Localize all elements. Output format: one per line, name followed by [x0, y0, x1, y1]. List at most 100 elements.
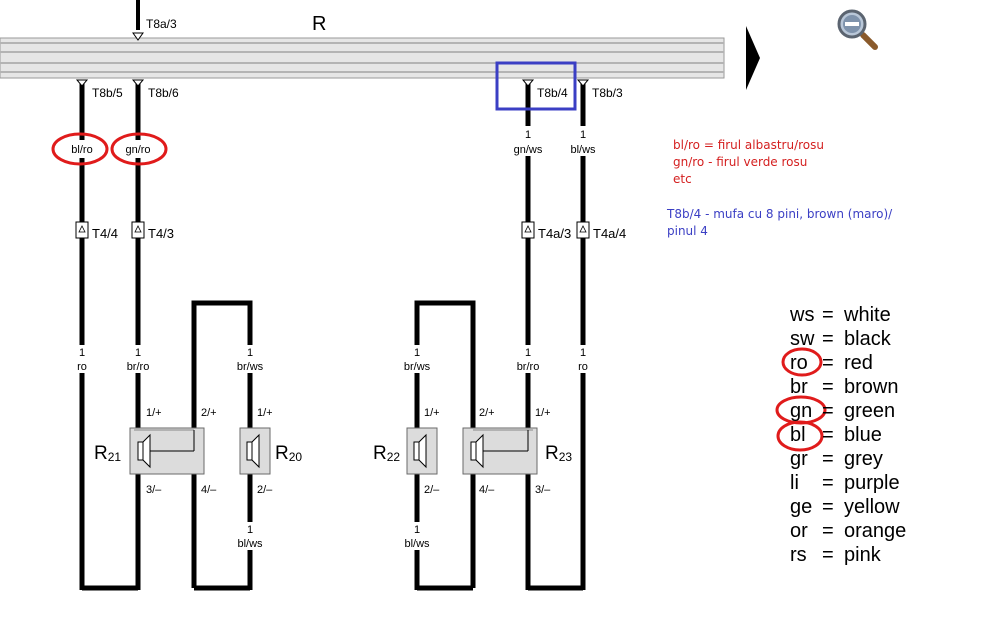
connector-t8b6: T8b/6 [148, 86, 179, 100]
legend-eq: = [822, 304, 834, 326]
legend-row: gn = green [790, 399, 906, 423]
wire-1-pin-mid: 1 [79, 347, 85, 359]
legend-row: ro=red [790, 351, 906, 375]
highlight-ro [781, 347, 823, 377]
wire-3-color-top: gn/ws [514, 144, 543, 156]
legend-code: rs [790, 544, 807, 566]
legend-eq: = [822, 496, 834, 518]
connector-note-line: pinul 4 [667, 224, 708, 238]
legend-code: gr [790, 448, 808, 470]
speaker-r22-name: R22 [373, 443, 400, 464]
speaker-r20-pin-plus: 1/+ [257, 407, 273, 419]
legend-eq: = [822, 376, 834, 398]
speaker-r21-pin-plus: 1/+ [146, 407, 162, 419]
highlight-t8b4 [495, 61, 577, 111]
wire-4-pin-mid: 1 [580, 347, 586, 359]
inline-connectors [75, 221, 590, 239]
wire-4-pin-top: 1 [580, 129, 586, 141]
legend-eq: = [822, 472, 834, 494]
annotations [51, 61, 827, 452]
legend-eq: = [822, 352, 834, 374]
legend-row: bl = blue [790, 423, 906, 447]
wire-1-color-top: bl/ro [71, 144, 92, 156]
legend-row: rs=pink [790, 543, 906, 567]
legend-code: ge [790, 496, 813, 518]
color-note-line: gn/ro - firul verde rosu [673, 155, 808, 169]
highlight-bl-ro [51, 132, 109, 166]
zoom-out-magnifier-icon[interactable] [836, 8, 878, 50]
legend-code: gn [790, 400, 813, 422]
wire-3-pin-mid: 1 [525, 347, 531, 359]
speaker-r21-pin-minus: 3/– [146, 484, 162, 496]
wire-5-pin-bot: 1 [247, 524, 253, 536]
speaker-r20-pin-minus: 2/– [257, 484, 273, 496]
legend-row: gr=grey [790, 447, 906, 471]
speaker-r20 [239, 427, 271, 475]
speaker-r23-pin-plus: 1/+ [535, 407, 551, 419]
wire-6-color-mid: br/ws [404, 361, 431, 373]
legend-color: green [844, 400, 896, 422]
wire-4 [528, 80, 586, 591]
legend-eq: = [822, 520, 834, 542]
connector-t8b4: T8b/4 [537, 86, 568, 100]
speaker-r22-pin-plus: 1/+ [424, 407, 440, 419]
wire-2-color-top: gn/ro [125, 144, 150, 156]
speaker-r23-pin-minus: 3/– [535, 484, 551, 496]
color-legend: ws=white sw=black ro=red br=brown gn=gre… [790, 303, 906, 567]
legend-code: sw [790, 328, 815, 350]
legend-color: grey [844, 448, 883, 470]
legend-color: blue [844, 424, 882, 446]
wire-5-pin-mid: 1 [247, 347, 253, 359]
connector-t43: T4/3 [148, 226, 174, 241]
bus-label: R [312, 13, 326, 35]
wire-3-pin-top: 1 [525, 129, 531, 141]
right-arrow-icon[interactable] [746, 26, 760, 90]
wire-3-color-mid: br/ro [517, 361, 540, 373]
speaker-r23-pin4: 4/– [479, 484, 495, 496]
legend-row: ge = yellow [790, 495, 906, 519]
legend-row: ws = white [790, 303, 906, 327]
legend-row: li = purple [790, 471, 906, 495]
legend-code: or [790, 520, 808, 542]
speaker-r21-name: R21 [94, 443, 121, 464]
connector-t4a4: T4a/4 [593, 226, 626, 241]
speaker-r21-pin2: 2/+ [201, 407, 217, 419]
bus-pin-arrows [75, 79, 590, 87]
legend-eq: = [822, 400, 834, 422]
color-note-line: etc [673, 172, 692, 186]
legend-row: sw=black [790, 327, 906, 351]
legend-color: yellow [844, 496, 900, 518]
legend-row: or = orange [790, 519, 906, 543]
wire-4-color-mid: ro [578, 361, 588, 373]
speaker-r23-name: R23 [545, 443, 572, 464]
speaker-r23-pin2: 2/+ [479, 407, 495, 419]
legend-code: li [790, 472, 799, 494]
legend-color: pink [844, 544, 881, 566]
speaker-r22 [406, 427, 438, 475]
legend-color: black [844, 328, 891, 350]
legend-color: red [844, 352, 873, 374]
legend-color: orange [844, 520, 907, 542]
highlight-bl [776, 420, 824, 452]
speaker-r23 [462, 427, 538, 475]
connector-t8b5: T8b/5 [92, 86, 123, 100]
legend-color: white [844, 304, 891, 326]
wire-6-color-bot: bl/ws [404, 538, 430, 550]
speaker-r22-pin-minus: 2/– [424, 484, 440, 496]
legend-color: purple [844, 472, 900, 494]
wire-2-color-mid: br/ro [127, 361, 150, 373]
connector-t4a3: T4a/3 [538, 226, 571, 241]
connector-t8b3: T8b/3 [592, 86, 623, 100]
connector-t44: T4/4 [92, 226, 118, 241]
legend-code: bl [790, 424, 806, 446]
color-note: bl/ro = firul albastru/rosu gn/ro - firu… [673, 137, 824, 188]
wire-4-color-top: bl/ws [570, 144, 596, 156]
highlight-gn-ro [110, 132, 168, 166]
legend-eq: = [822, 424, 834, 446]
connector-note: T8b/4 - mufa cu 8 pini, brown (maro)/ pi… [667, 206, 892, 240]
legend-code: ws [790, 304, 815, 326]
bus: R [0, 13, 725, 79]
wire-6-pin-bot: 1 [414, 524, 420, 536]
speaker-r21-pin4: 4/– [201, 484, 217, 496]
